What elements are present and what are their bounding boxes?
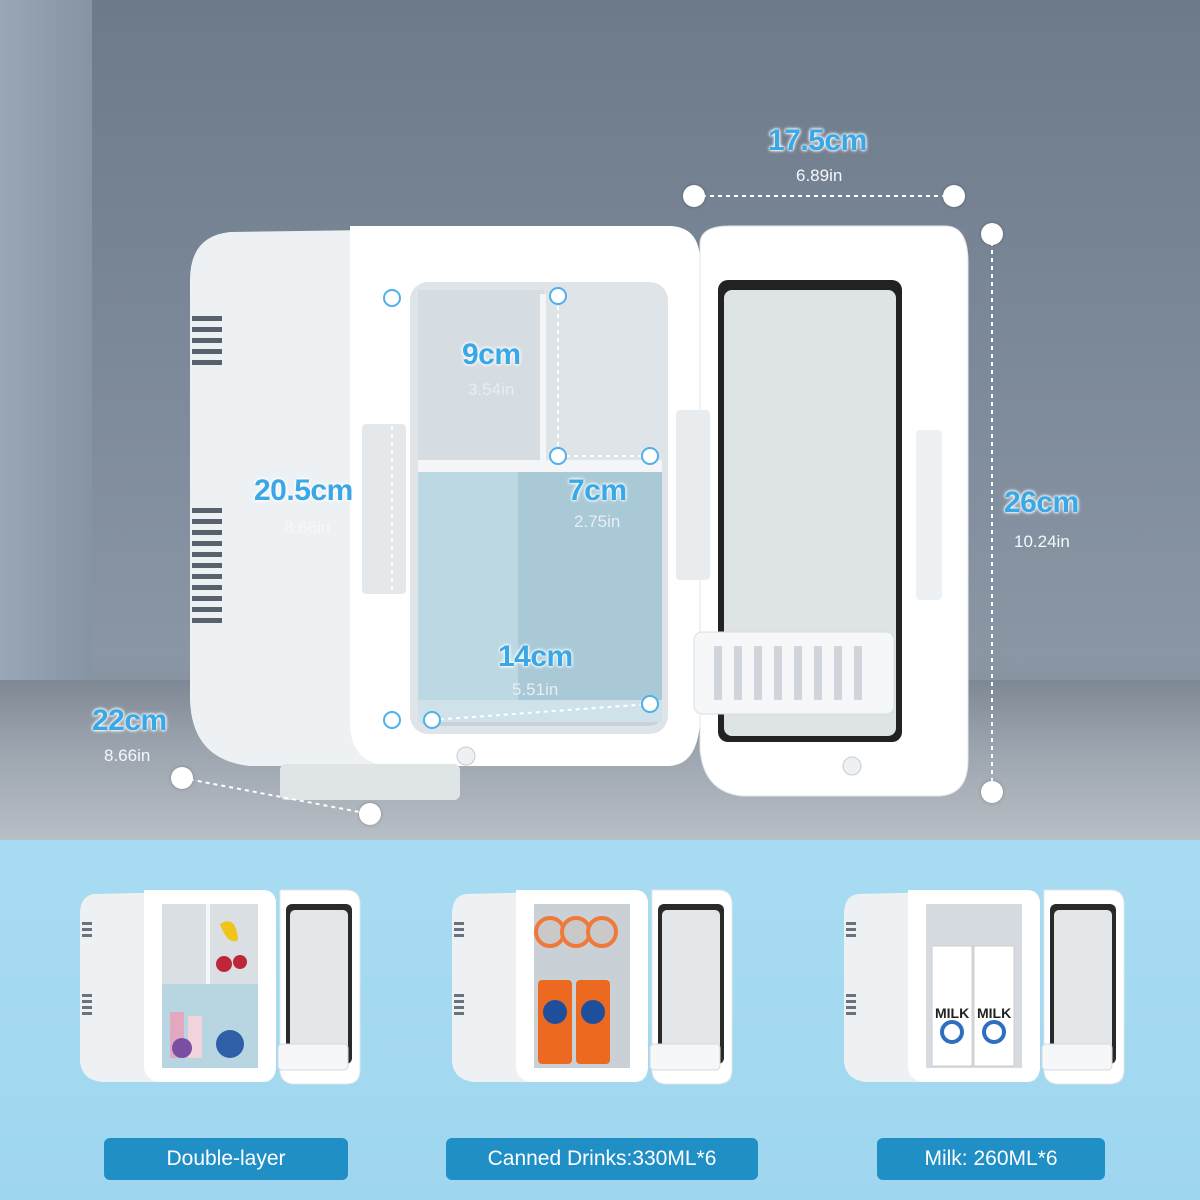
inner-height-in: 8.66in [284,518,331,537]
inner-width-in: 5.51in [512,680,559,699]
shelf-width-in: 2.75in [574,512,621,531]
upper-shelf-height-cm: 9cm [462,338,521,371]
inner-width-cm: 14cm [498,640,573,673]
height-cm: 26cm [1004,486,1079,519]
side-vents [192,316,222,623]
depth-end-marker [359,803,381,825]
inner-height-cm: 20.5cm [254,474,353,507]
milk-illustration [843,889,1125,1085]
canned-drinks-label: Canned Drinks:330ML*6 [446,1138,758,1180]
inner-width-start-marker [423,711,441,729]
upper-shelf-height-in: 3.54in [468,380,515,399]
wall-panel [0,0,92,700]
shelf-height-top-marker [549,287,567,305]
mini-fridge-illustration [181,195,993,815]
height-top-marker [981,223,1003,245]
milk-carton-label-right: MILK [977,1005,1012,1021]
depth-in: 8.66in [104,746,151,765]
milk-carton-label-left: MILK [935,1005,970,1021]
inner-height-top-marker [383,289,401,307]
width-in: 6.89in [796,166,843,185]
shelf-height-bottom-marker [549,447,567,465]
width-start-marker [683,185,705,207]
variant-illustrations [79,889,1125,1085]
dimension-lines [181,195,993,815]
height-bottom-marker [981,781,1003,803]
milk-label: Milk: 260ML*6 [877,1138,1105,1180]
canned-drinks-illustration [451,889,733,1085]
width-cm: 17.5cm [768,124,867,157]
product-hero-scene: 17.5cm 6.89in 26cm 10.24in 22cm 8.66in 2… [0,0,1200,840]
shelf-width-end-marker [641,447,659,465]
height-in: 10.24in [1014,532,1070,551]
shelf-width-cm: 7cm [568,474,627,507]
double-layer-illustration [79,889,361,1085]
double-layer-label: Double-layer [104,1138,348,1180]
width-end-marker [943,185,965,207]
depth-start-marker [171,767,193,789]
inner-width-end-marker [641,695,659,713]
inner-height-bottom-marker [383,711,401,729]
depth-cm: 22cm [92,704,167,737]
